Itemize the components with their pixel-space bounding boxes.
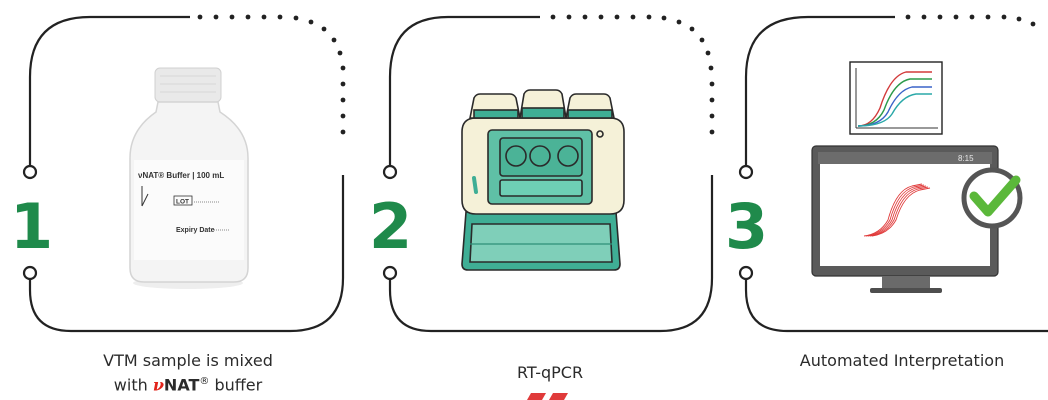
step-1-caption-line2: with νNAT® buffer bbox=[38, 371, 338, 395]
step-3-caption: Automated Interpretation bbox=[799, 351, 1005, 370]
caption-text: buffer bbox=[209, 375, 263, 395]
step-2-caption: RT-qPCR bbox=[516, 363, 584, 382]
step-number-2: 2 bbox=[369, 190, 413, 263]
chart-icon bbox=[849, 61, 943, 135]
step-1-frame bbox=[22, 15, 345, 333]
monitor-icon: 8:15 bbox=[811, 145, 999, 293]
step-number-1: 1 bbox=[10, 190, 54, 263]
connector-dot bbox=[382, 265, 398, 281]
step-3-dotted-corner bbox=[905, 14, 1036, 27]
step-1-caption-line1: VTM sample is mixed bbox=[103, 351, 273, 370]
decor-marker bbox=[527, 393, 568, 400]
caption-text: with bbox=[113, 375, 153, 395]
connector-dot bbox=[738, 164, 754, 180]
step-number-3: 3 bbox=[725, 190, 769, 263]
checkmark-icon bbox=[961, 167, 1023, 229]
registered-mark: ® bbox=[199, 376, 210, 387]
step-2-dotted-corner bbox=[550, 14, 715, 135]
brand-nat: NAT bbox=[163, 375, 200, 395]
bottle-expiry-label: Expiry Date bbox=[176, 227, 215, 234]
monitor-clock: 8:15 bbox=[958, 154, 974, 163]
connector-dot bbox=[22, 164, 38, 180]
connector-dot bbox=[22, 265, 38, 281]
bottle-label-title: νNAT® Buffer | 100 mL bbox=[138, 171, 224, 180]
thermocycler-icon bbox=[461, 89, 625, 271]
brand-v: ν bbox=[152, 375, 164, 395]
step-1-caption: VTM sample is mixed with νNAT® buffer bbox=[38, 350, 338, 395]
connector-dot bbox=[382, 164, 398, 180]
bottle-lot-label: LOT bbox=[176, 199, 189, 206]
step-2-frame bbox=[382, 15, 714, 333]
sigmoid-curves bbox=[863, 183, 931, 237]
step-3-frame bbox=[738, 15, 1048, 333]
connector-dot bbox=[738, 265, 754, 281]
bottle-icon: νNAT® Buffer | 100 mL LOT Expiry Date bbox=[129, 67, 249, 289]
step-1-dotted-corner bbox=[197, 14, 346, 135]
